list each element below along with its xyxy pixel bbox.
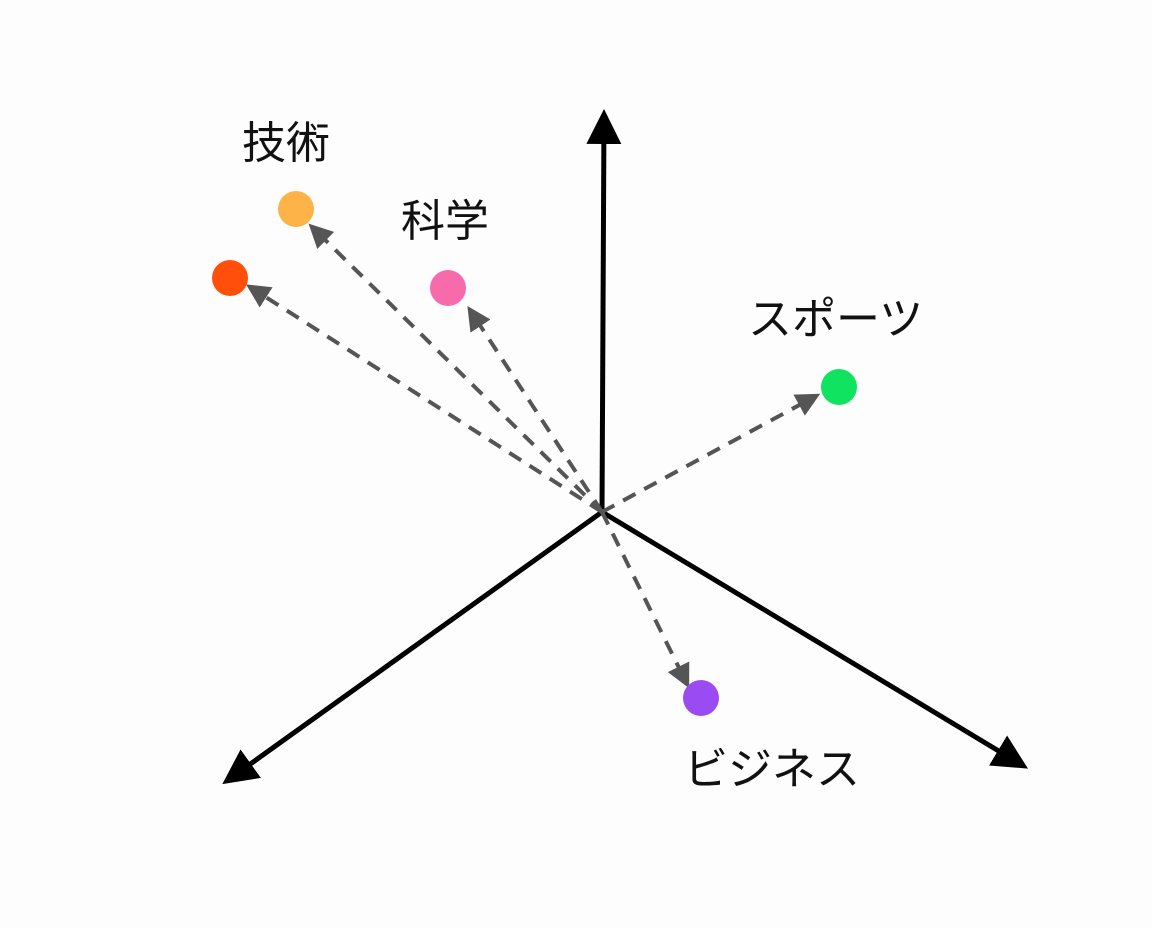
point-technology	[278, 191, 314, 227]
point-unlabeled	[212, 260, 248, 296]
vector-sports	[601, 393, 821, 514]
label-science: 科学	[401, 196, 489, 247]
point-sports	[821, 369, 857, 405]
axis-vertical	[586, 109, 622, 513]
label-business: ビジネス	[684, 744, 860, 795]
axis-right	[600, 509, 1028, 769]
vector-technology	[308, 223, 604, 514]
point-science	[430, 270, 466, 306]
axis-left	[222, 509, 604, 785]
vector-unlabeled	[245, 284, 604, 514]
vector-business	[600, 511, 690, 689]
label-technology: 技術	[242, 118, 330, 169]
vector-science	[467, 305, 604, 514]
label-sports: スポーツ	[748, 294, 923, 345]
point-business	[683, 680, 719, 716]
